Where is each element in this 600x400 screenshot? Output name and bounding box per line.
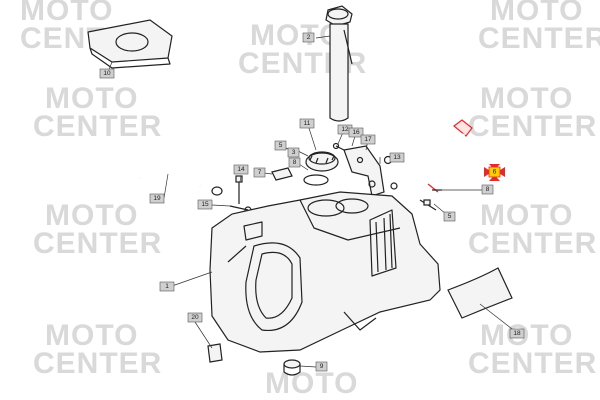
watermark-logo-5: MOTO CENTER: [468, 82, 597, 143]
watermark-text: MOTO: [480, 82, 573, 115]
callout-19[interactable]: 19: [149, 193, 165, 204]
callout-1[interactable]: 1: [159, 281, 175, 292]
callout-13[interactable]: 13: [389, 152, 405, 163]
part-9-grommet[interactable]: [283, 359, 301, 376]
watermark-text: MOTO: [480, 199, 573, 232]
callout-15[interactable]: 15: [197, 199, 213, 210]
callout-label: 9: [320, 363, 324, 370]
watermark-text: MOTO: [250, 19, 343, 52]
part-5-fuel-cap[interactable]: [305, 151, 339, 172]
watermark-text: CENTER: [468, 347, 597, 380]
callout-label: 2: [307, 34, 311, 41]
callout-label: 6: [493, 169, 497, 176]
callout-label: 20: [191, 314, 199, 321]
callout-10[interactable]: 10: [99, 68, 115, 79]
callout-14[interactable]: 14: [233, 164, 249, 175]
callout-6-highlighted[interactable]: 6: [484, 164, 505, 181]
part-20-clip[interactable]: [207, 343, 223, 363]
callout-label: 5: [279, 142, 283, 149]
callout-label: 11: [304, 120, 311, 127]
part-10-heat-shield[interactable]: [87, 19, 173, 69]
callout-20[interactable]: 20: [187, 312, 203, 323]
part-2-fuel-sender[interactable]: [325, 5, 353, 122]
callout-5-right[interactable]: 5: [443, 211, 456, 222]
callout-label: 8: [293, 159, 297, 166]
callout-label: 16: [352, 129, 360, 136]
watermark-logo-7: MOTO CENTER: [468, 199, 597, 260]
highlight-arrow-icon: [489, 175, 500, 181]
part-5-drain-fitting[interactable]: [419, 199, 437, 211]
callout-label: 3: [292, 149, 296, 156]
watermark-logo-6: MOTO CENTER: [33, 199, 162, 260]
callout-label: 1: [165, 283, 169, 290]
watermark-text: CENTER: [468, 227, 597, 260]
part-18-protective-mat[interactable]: [447, 267, 513, 319]
watermark-text: CENTER: [478, 22, 600, 55]
callout-label: 19: [153, 195, 161, 202]
callout-label: 17: [364, 136, 372, 143]
callout-8-mid[interactable]: 8: [288, 157, 301, 168]
callout-8-right[interactable]: 8: [481, 184, 494, 195]
watermark-text: MOTO: [20, 0, 113, 27]
watermark-text: CENTER: [468, 110, 597, 143]
part-6-vent-tube[interactable]: [427, 119, 473, 193]
watermark-logo-4: MOTO CENTER: [33, 82, 162, 143]
watermark-text: MOTO: [480, 319, 573, 352]
callout-16[interactable]: 16: [348, 127, 364, 138]
callout-label: 15: [201, 201, 209, 208]
part-18-clamp[interactable]: [211, 186, 223, 196]
callout-label: 10: [103, 70, 111, 77]
watermark-text: CENTER: [33, 227, 162, 260]
part-19-hose[interactable]: [139, 172, 202, 188]
callout-label: 14: [237, 166, 245, 173]
callout-3[interactable]: 3: [287, 147, 300, 158]
part-14-bolt[interactable]: [235, 175, 243, 204]
watermark-text: MOTO: [45, 199, 138, 232]
callout-11[interactable]: 11: [299, 118, 315, 129]
watermark-logo-10: MOTO: [265, 367, 358, 400]
leader-lines: [107, 35, 517, 368]
watermark-text: MOTO: [45, 82, 138, 115]
callout-label: 18: [513, 330, 521, 337]
highlight-arrow-icon: [497, 167, 505, 177]
part-12-screw[interactable]: [332, 142, 345, 151]
part-9-gasket[interactable]: [303, 174, 329, 186]
part-17-bracket[interactable]: [343, 145, 385, 197]
watermark-text: CENTER: [33, 110, 162, 143]
callout-label: 7: [258, 169, 262, 176]
watermark-logo-8: MOTO CENTER: [33, 319, 162, 380]
watermark-logo-3: MOTO CENTER: [478, 0, 600, 55]
watermark-logo-9: MOTO CENTER: [468, 319, 597, 380]
callout-label: 5: [448, 213, 452, 220]
callout-label: 13: [393, 154, 401, 161]
highlight-arrow-icon: [484, 167, 492, 177]
callout-2[interactable]: 2: [302, 32, 315, 43]
callout-18[interactable]: 18: [509, 328, 525, 339]
watermark-text: MOTO: [265, 367, 358, 400]
part-7-clip[interactable]: [271, 167, 293, 181]
callout-label: 12: [341, 126, 349, 133]
callout-9[interactable]: 9: [315, 361, 328, 372]
watermark-text: MOTO: [45, 319, 138, 352]
watermark-text: MOTO: [490, 0, 583, 27]
part-1-fuel-tank[interactable]: [209, 191, 441, 353]
callout-5-top[interactable]: 5: [274, 140, 287, 151]
callout-7[interactable]: 7: [253, 167, 266, 178]
callout-17[interactable]: 17: [360, 134, 376, 145]
callout-label: 8: [486, 186, 490, 193]
callout-layer: 10 2 11 12 16 17 5 3: [99, 32, 525, 372]
watermark-text: CENTER: [33, 347, 162, 380]
